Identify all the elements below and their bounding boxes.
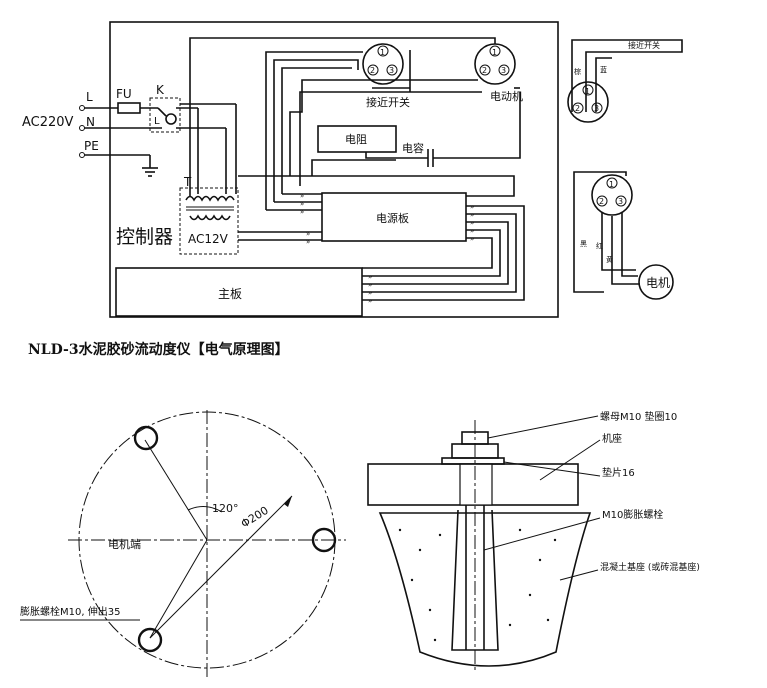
ext-pin-2: 2 [575, 104, 580, 113]
ext-pin-3: 3 [594, 104, 599, 113]
ext-wire-4: 红 [596, 241, 603, 250]
switch-contact [165, 113, 177, 125]
ext-motor-pin-3: 3 [618, 197, 623, 206]
bolt-circle-plan: 120° Φ200 电机端 膨胀螺栓M10, 伸出35 [20, 410, 346, 680]
ext-motor-pin-2: 2 [599, 197, 604, 206]
svg-text:»: » [368, 297, 372, 305]
svg-text:»: » [470, 203, 474, 211]
svg-text:»: » [470, 227, 474, 235]
ext-wire-2: 蓝 [600, 65, 607, 74]
ext-wire-5: 黄 [606, 255, 613, 264]
diagram-caption: NLD-3水泥胶砂流动度仪【电气原理图】 [28, 342, 289, 358]
pin-3-b: 3 [501, 66, 506, 75]
switch-l-label: L [154, 116, 160, 127]
motor-symbol [638, 264, 674, 300]
expansion-bolt-label: M10膨胀螺栓 [602, 508, 663, 521]
external-motor: 1 2 3 电机 黑 红 黄 [573, 171, 674, 300]
ground-symbol [142, 167, 158, 177]
ext-motor-label: 电机 [646, 276, 670, 290]
bolt-note-label: 膨胀螺栓M10, 伸出35 [20, 605, 120, 618]
bolt-hole-bottom [137, 627, 163, 653]
driver-board-label: 电源板 [376, 211, 409, 225]
svg-text:»: » [300, 192, 304, 200]
pin-1-b: 1 [492, 48, 497, 57]
controller-frame [109, 21, 559, 318]
wiring-diagram: AC220V L N PE FU K L T AC12V 控制器 1 2 3 [22, 21, 683, 318]
svg-text:»: » [470, 235, 474, 243]
terminal-n [79, 125, 85, 131]
concrete-label: 混凝土基座 (或砖混基座) [600, 561, 700, 573]
svg-text:»: » [470, 211, 474, 219]
n-label: N [86, 115, 95, 129]
primary-coil [185, 195, 235, 202]
secondary-coil [189, 214, 231, 221]
switch-k: K L [149, 83, 181, 133]
t-label: T [183, 175, 192, 189]
proximity-switch-label: 接近开关 [366, 95, 410, 109]
power-input: AC220V L N PE FU [22, 87, 162, 177]
proximity-socket [362, 43, 404, 85]
proximity-switch-connector: 1 2 3 接近开关 [362, 43, 410, 109]
concrete-dots [398, 528, 557, 642]
capacitor-label: 电容 [402, 141, 424, 155]
motor-label: 电动机 [490, 89, 523, 103]
washer-pad [441, 457, 505, 465]
main-board-label: 主板 [218, 287, 242, 301]
ext-motor-pin-1: 1 [609, 180, 614, 189]
pin-2-a: 2 [370, 66, 375, 75]
k-label: K [156, 83, 165, 97]
fuse [117, 102, 141, 114]
pin-2-b: 2 [482, 66, 487, 75]
svg-text:»: » [470, 219, 474, 227]
ac220v-label: AC220V [22, 115, 74, 130]
transformer-box [179, 187, 239, 255]
capacitor: 电容 [402, 141, 434, 167]
transformer: T AC12V [179, 175, 239, 255]
motor-end-label: 电机端 [108, 537, 141, 551]
ext-proximity-socket [567, 81, 609, 123]
svg-text:»: » [306, 230, 310, 238]
ac12v-label: AC12V [188, 232, 229, 246]
ext-wire-1: 棕 [574, 67, 581, 76]
svg-text:»: » [300, 200, 304, 208]
frame-label: 机座 [602, 432, 622, 445]
mounting-drawing: 120° Φ200 电机端 膨胀螺栓M10, 伸出35 螺母M10 垫圈10 机… [20, 410, 700, 680]
svg-text:»: » [368, 273, 372, 281]
internal-wiring: » » » » » » » » » » » » » » [189, 37, 525, 305]
external-proximity-switch: 1 2 3 接近开关 棕 蓝 [567, 39, 683, 123]
terminal-l [79, 105, 85, 111]
svg-text:»: » [300, 208, 304, 216]
pin-1-a: 1 [380, 48, 385, 57]
pe-label: PE [84, 139, 99, 153]
svg-text:»: » [368, 281, 372, 289]
ext-wire-3: 黑 [580, 240, 587, 248]
motor-connector: 1 2 3 电动机 [474, 43, 523, 103]
fu-label: FU [116, 87, 132, 101]
angle-label: 120° [212, 502, 239, 515]
driver-board [321, 192, 467, 242]
ext-proximity-label: 接近开关 [628, 40, 660, 50]
foundation-section: 螺母M10 垫圈10 机座 垫片16 M10膨胀螺栓 混凝土基座 (或砖混基座) [367, 410, 700, 670]
resistor-label: 电阻 [345, 133, 367, 146]
pin-3-a: 3 [389, 66, 394, 75]
controller-label: 控制器 [116, 226, 173, 248]
terminal-pe [79, 152, 85, 158]
nut-label: 螺母M10 垫圈10 [600, 410, 677, 423]
pad-label: 垫片16 [602, 466, 635, 479]
svg-text:»: » [306, 238, 310, 246]
bolt-hole-right [311, 527, 337, 553]
ext-motor-socket [591, 174, 633, 216]
svg-text:»: » [368, 289, 372, 297]
bolt-bore [459, 463, 493, 506]
l-label: L [86, 90, 93, 104]
concrete-base [378, 512, 592, 667]
ext-pin-1: 1 [585, 87, 590, 96]
diameter-label: Φ200 [239, 504, 271, 531]
bolt-hole-top [133, 425, 159, 451]
resistor [317, 125, 397, 153]
switch-box [149, 97, 181, 133]
